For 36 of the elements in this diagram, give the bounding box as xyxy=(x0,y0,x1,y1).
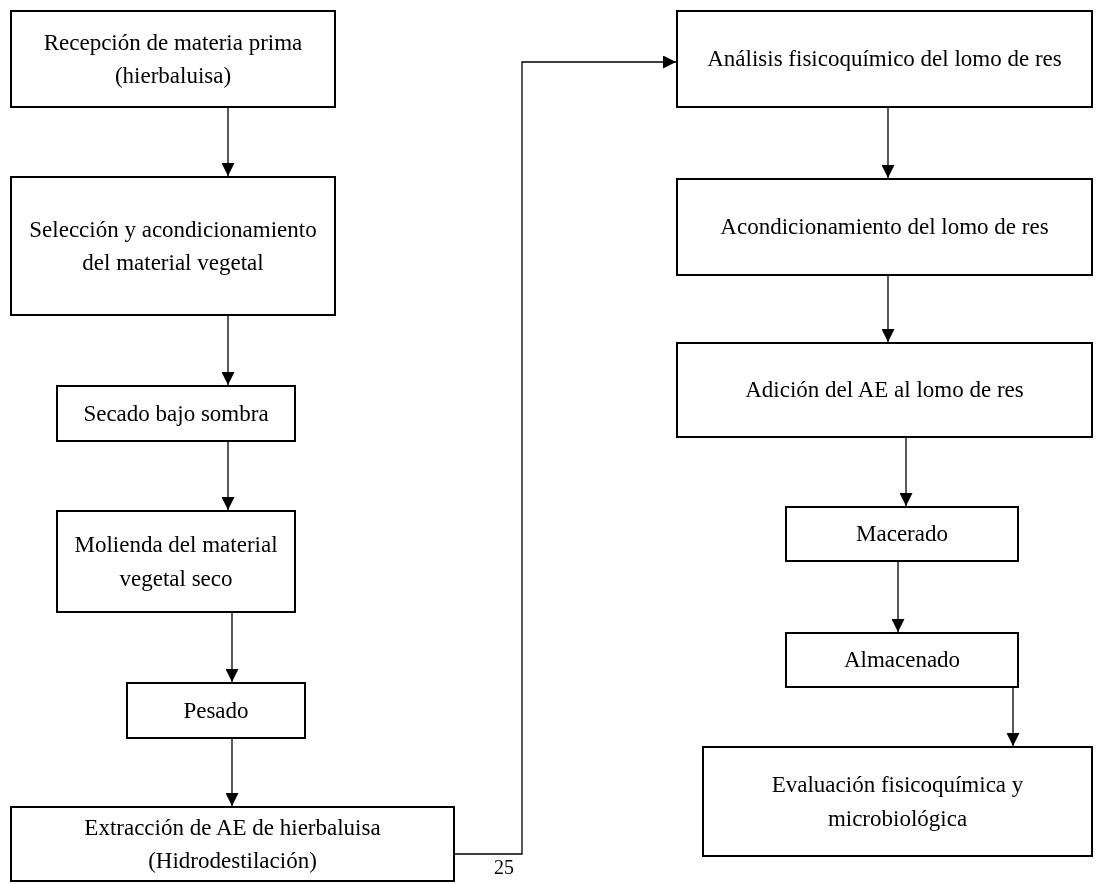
arrow xyxy=(225,612,239,683)
arrow xyxy=(881,275,895,343)
process-box xyxy=(702,746,1093,857)
step-text: Evaluación fisicoquímica y microbiológica xyxy=(770,771,1025,833)
page-number: 25 xyxy=(494,856,514,879)
process-box xyxy=(126,682,306,739)
process-box xyxy=(56,385,296,442)
arrow xyxy=(454,55,677,855)
step-text: Recepción de materia prima (hierbaluisa) xyxy=(42,28,304,90)
arrow xyxy=(225,738,239,807)
step-text: Análisis fisicoquímico del lomo de res xyxy=(707,45,1062,74)
step-text: Adición del AE al lomo de res xyxy=(745,376,1024,405)
process-box xyxy=(10,806,455,882)
arrow xyxy=(891,561,905,633)
step-text: Pesado xyxy=(183,696,249,725)
step-text: Macerado xyxy=(856,520,948,549)
process-box xyxy=(56,510,296,613)
step-text: Selección y acondicionamiento del material vegetal xyxy=(28,215,318,277)
step-text: Extracción de AE de hierbaluisa (Hidrodestilación) xyxy=(83,813,382,875)
arrow xyxy=(881,107,895,179)
step-text: Secado bajo sombra xyxy=(83,399,269,428)
process-box xyxy=(10,10,336,108)
arrow xyxy=(221,107,235,177)
process-box xyxy=(676,178,1093,276)
process-box xyxy=(676,342,1093,438)
step-text: Acondicionamiento del lomo de res xyxy=(720,213,1049,242)
arrow xyxy=(1006,687,1020,747)
process-box xyxy=(676,10,1093,108)
process-box xyxy=(785,632,1019,688)
step-text: Molienda del material vegetal seco xyxy=(73,531,279,593)
process-box xyxy=(785,506,1019,562)
arrow xyxy=(221,315,235,386)
arrow xyxy=(899,437,913,507)
step-text: Almacenado xyxy=(843,646,961,675)
arrow xyxy=(221,441,235,511)
process-box xyxy=(10,176,336,316)
